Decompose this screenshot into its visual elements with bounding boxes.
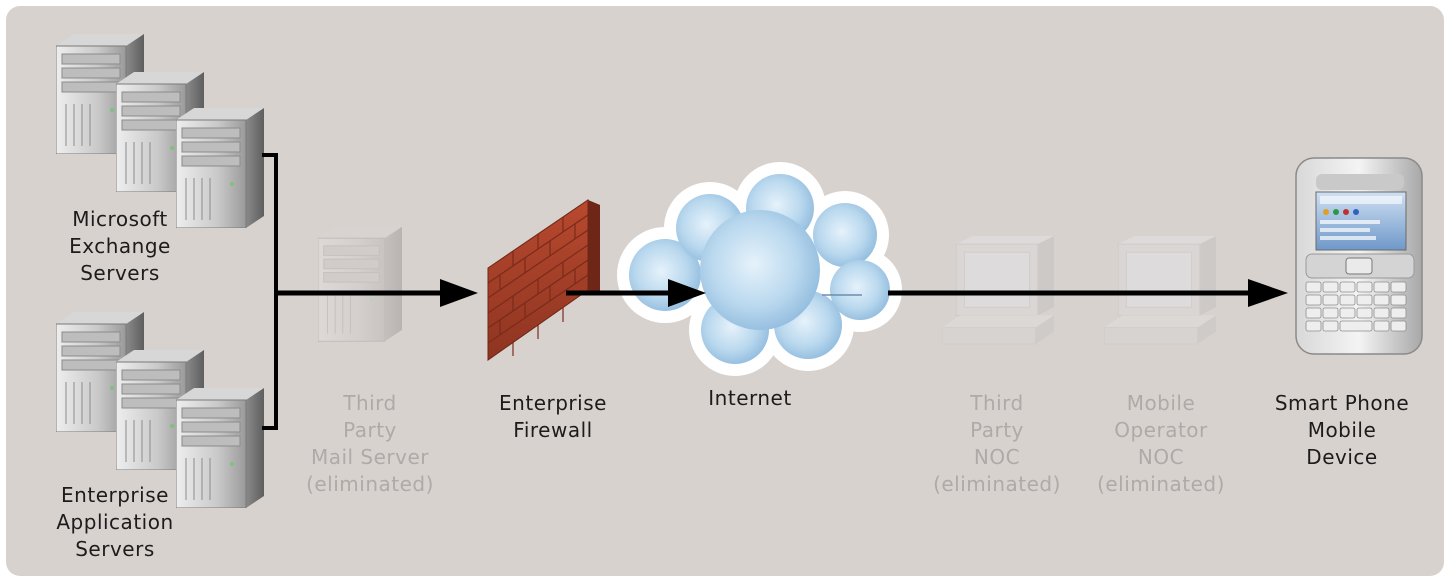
arrow-servers-to-firewall <box>276 279 478 307</box>
application-servers-label: Enterprise Application Servers <box>56 483 174 561</box>
internet-label: Internet <box>708 386 792 410</box>
third-party-mail-server-label: Third Party Mail Server (eliminated) <box>306 391 434 496</box>
firewall-label: Enterprise Firewall <box>499 391 607 442</box>
smart-phone-icon <box>1295 157 1423 355</box>
exchange-servers-label: Microsoft Exchange Servers <box>69 207 171 285</box>
mobile-operator-noc-icon <box>1104 236 1216 345</box>
exchange-servers-icon <box>56 34 264 228</box>
third-party-noc-label: Third Party NOC (eliminated) <box>933 391 1061 496</box>
application-servers-icon <box>56 312 264 508</box>
smart-phone-label: Smart Phone Mobile Device <box>1274 391 1410 469</box>
arrow-firewall-to-internet <box>566 279 706 307</box>
mobile-operator-noc-label: Mobile Operator NOC (eliminated) <box>1097 391 1225 496</box>
arrow-internet-to-phone <box>888 279 1288 307</box>
server-bracket-connector <box>262 153 278 430</box>
internet-cloud-icon <box>617 162 902 376</box>
third-party-noc-icon <box>942 236 1054 345</box>
third-party-mail-server-icon <box>318 226 402 342</box>
firewall-icon <box>487 199 600 361</box>
